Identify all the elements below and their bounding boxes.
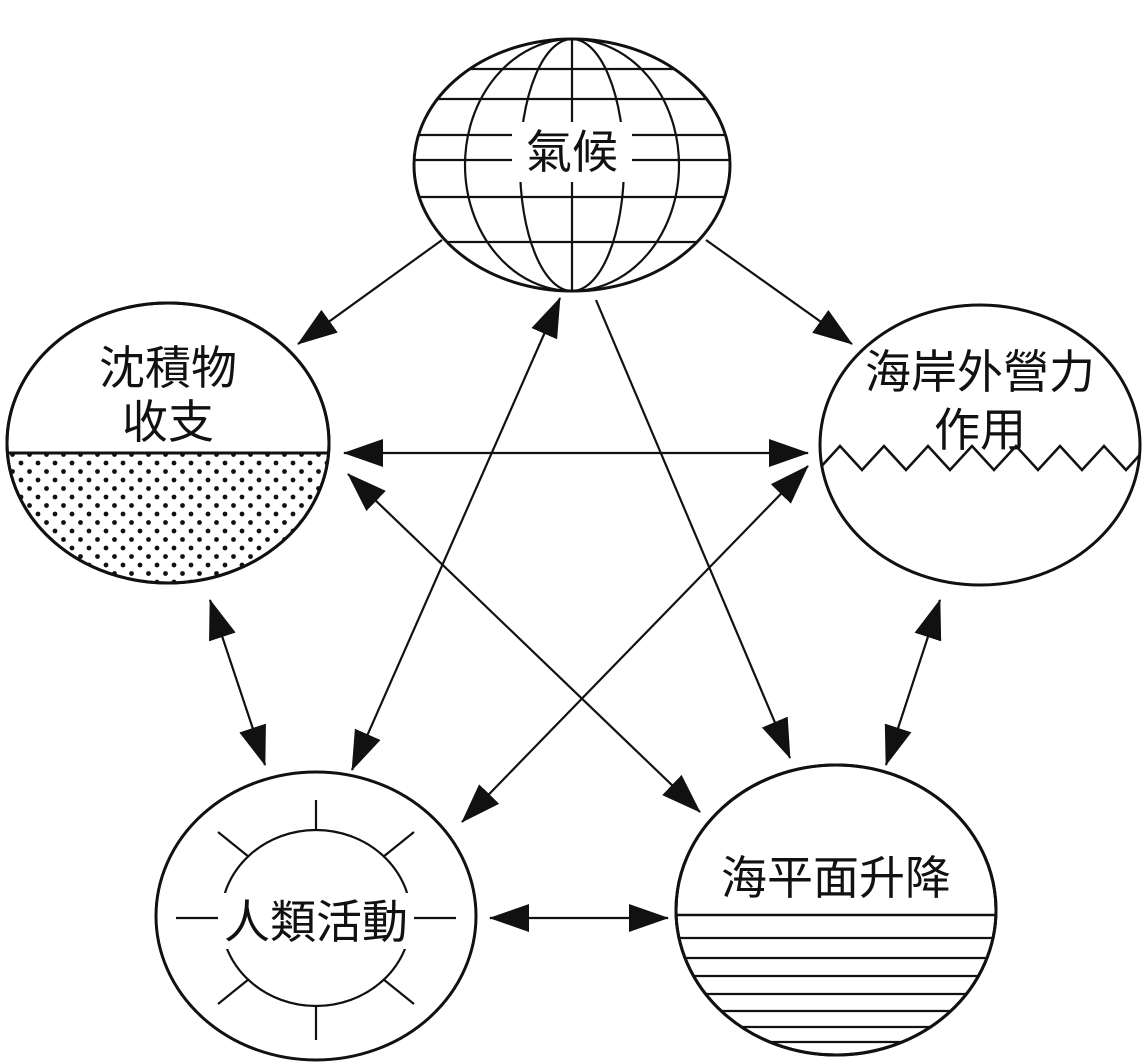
edges-layer (208, 239, 942, 932)
edge-sediment-sealevel (347, 473, 701, 813)
sediment-label-line1: 沈積物 (99, 341, 237, 395)
edge-climate-sealevel (594, 299, 792, 759)
coastal-label-line2: 作用 (934, 403, 1026, 457)
climate-label: 氣候 (526, 125, 618, 179)
sealevel-label: 海平面升降 (721, 851, 951, 905)
node-coastal: 海岸外營力 作用 (818, 303, 1142, 587)
edge-climate-sediment (297, 239, 443, 345)
edge-coastal-human (461, 465, 809, 823)
edge-climate-coastal (705, 239, 853, 345)
human-label: 人類活動 (224, 895, 408, 949)
wave-icon (820, 444, 1140, 472)
node-human: 人類活動 (154, 770, 478, 1062)
node-sediment: 沈積物 收支 (5, 301, 331, 585)
edge-sediment-human (208, 599, 267, 766)
sediment-dots-pattern (7, 453, 329, 583)
sediment-label-line2: 收支 (122, 395, 214, 449)
edge-climate-human (350, 297, 562, 771)
node-climate: 氣候 (412, 37, 732, 293)
node-sealevel: 海平面升降 (674, 763, 998, 1057)
edge-coastal-sealevel (884, 599, 942, 766)
coastal-label-line1: 海岸外營力 (865, 345, 1095, 399)
